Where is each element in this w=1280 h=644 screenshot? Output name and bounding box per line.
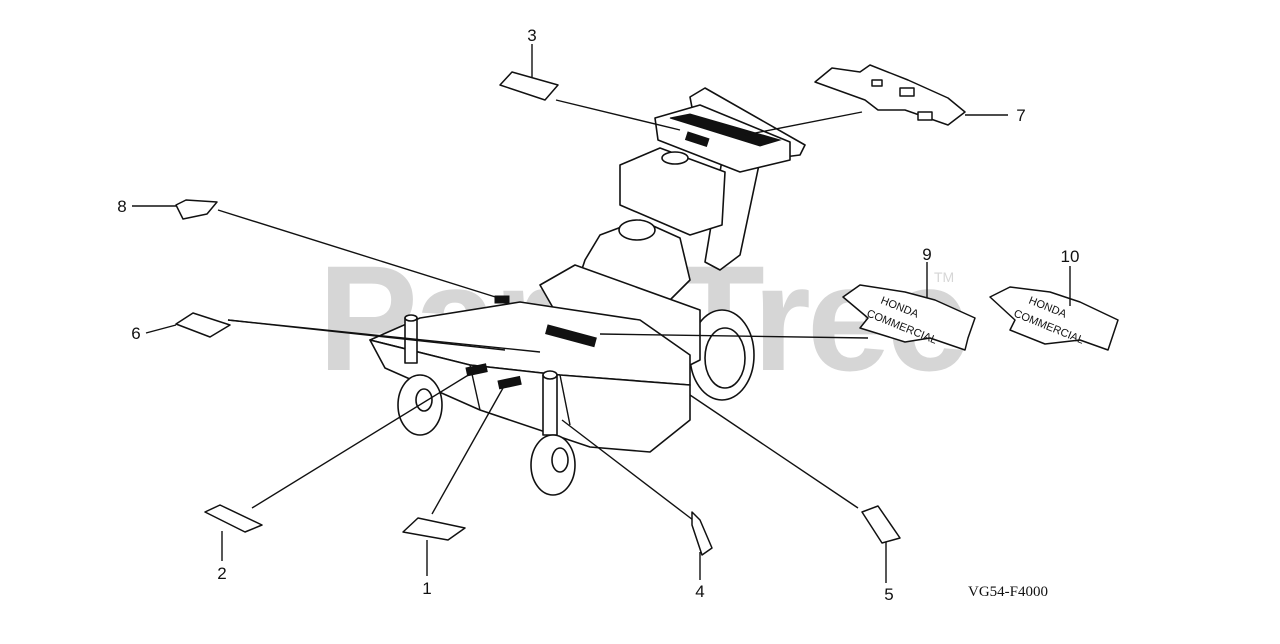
leader-lines xyxy=(217,99,869,521)
right-caster-post-top xyxy=(542,370,558,380)
decal-part-8 xyxy=(175,199,218,220)
left-caster-hub xyxy=(415,388,433,412)
watermark-tm: TM xyxy=(934,269,954,285)
callout-2[interactable]: 2 xyxy=(217,564,226,583)
engine-top xyxy=(618,219,656,241)
mower-illustration xyxy=(369,87,806,496)
callout-7[interactable]: 7 xyxy=(1016,106,1025,125)
rear-wheel-hub xyxy=(704,327,746,389)
leader-6b xyxy=(227,319,506,351)
leader-3 xyxy=(555,99,681,131)
diagram-code: VG54-F4000 xyxy=(968,584,1048,600)
leader-7 xyxy=(744,111,863,136)
callout-4[interactable]: 4 xyxy=(695,582,704,601)
decal-7-detail-1 xyxy=(871,79,883,87)
callout-9[interactable]: 9 xyxy=(922,245,931,264)
leader-5 xyxy=(689,394,859,509)
deck-decal-2 xyxy=(465,363,488,377)
leader-2 xyxy=(251,373,471,509)
deck-decal-1 xyxy=(497,375,522,390)
right-caster-hub xyxy=(551,447,569,473)
decal-part-6 xyxy=(175,312,231,338)
right-caster-post xyxy=(542,374,558,436)
decal-7-detail-2 xyxy=(899,87,915,97)
decal-part-2 xyxy=(204,504,263,533)
callout-labels: 3 7 8 6 9 10 2 1 4 5 xyxy=(117,26,1079,604)
callout-5[interactable]: 5 xyxy=(884,585,893,604)
decal-parts: HONDA COMMERCIAL HONDA COMMERCIAL xyxy=(132,44,1119,583)
decal-part-7 xyxy=(814,64,966,126)
deck-edge-2 xyxy=(559,374,571,426)
panel-decal-small xyxy=(684,131,710,148)
leader-9 xyxy=(599,333,869,339)
leader-4 xyxy=(561,419,694,521)
decal-part-5 xyxy=(861,505,901,544)
callout-6[interactable]: 6 xyxy=(131,324,140,343)
decal-part-9 xyxy=(842,284,976,351)
leader-8 xyxy=(217,209,506,301)
control-panel-decal xyxy=(669,113,782,147)
decal-part-3 xyxy=(499,71,559,101)
callout-stem-6 xyxy=(145,324,177,334)
callout-10[interactable]: 10 xyxy=(1061,247,1080,266)
callout-1[interactable]: 1 xyxy=(422,579,431,598)
callout-8[interactable]: 8 xyxy=(117,197,126,216)
leader-1 xyxy=(431,387,504,515)
decal-part-1 xyxy=(402,517,466,541)
decal-7-detail-3 xyxy=(917,111,933,121)
callout-3[interactable]: 3 xyxy=(527,26,536,45)
decal-part-10 xyxy=(989,286,1119,351)
left-caster-post-top xyxy=(404,314,418,322)
deck-decal-center xyxy=(545,324,597,348)
fuel-cap xyxy=(661,151,689,165)
fuel-tank xyxy=(619,147,726,236)
decal-part-4 xyxy=(691,511,713,556)
